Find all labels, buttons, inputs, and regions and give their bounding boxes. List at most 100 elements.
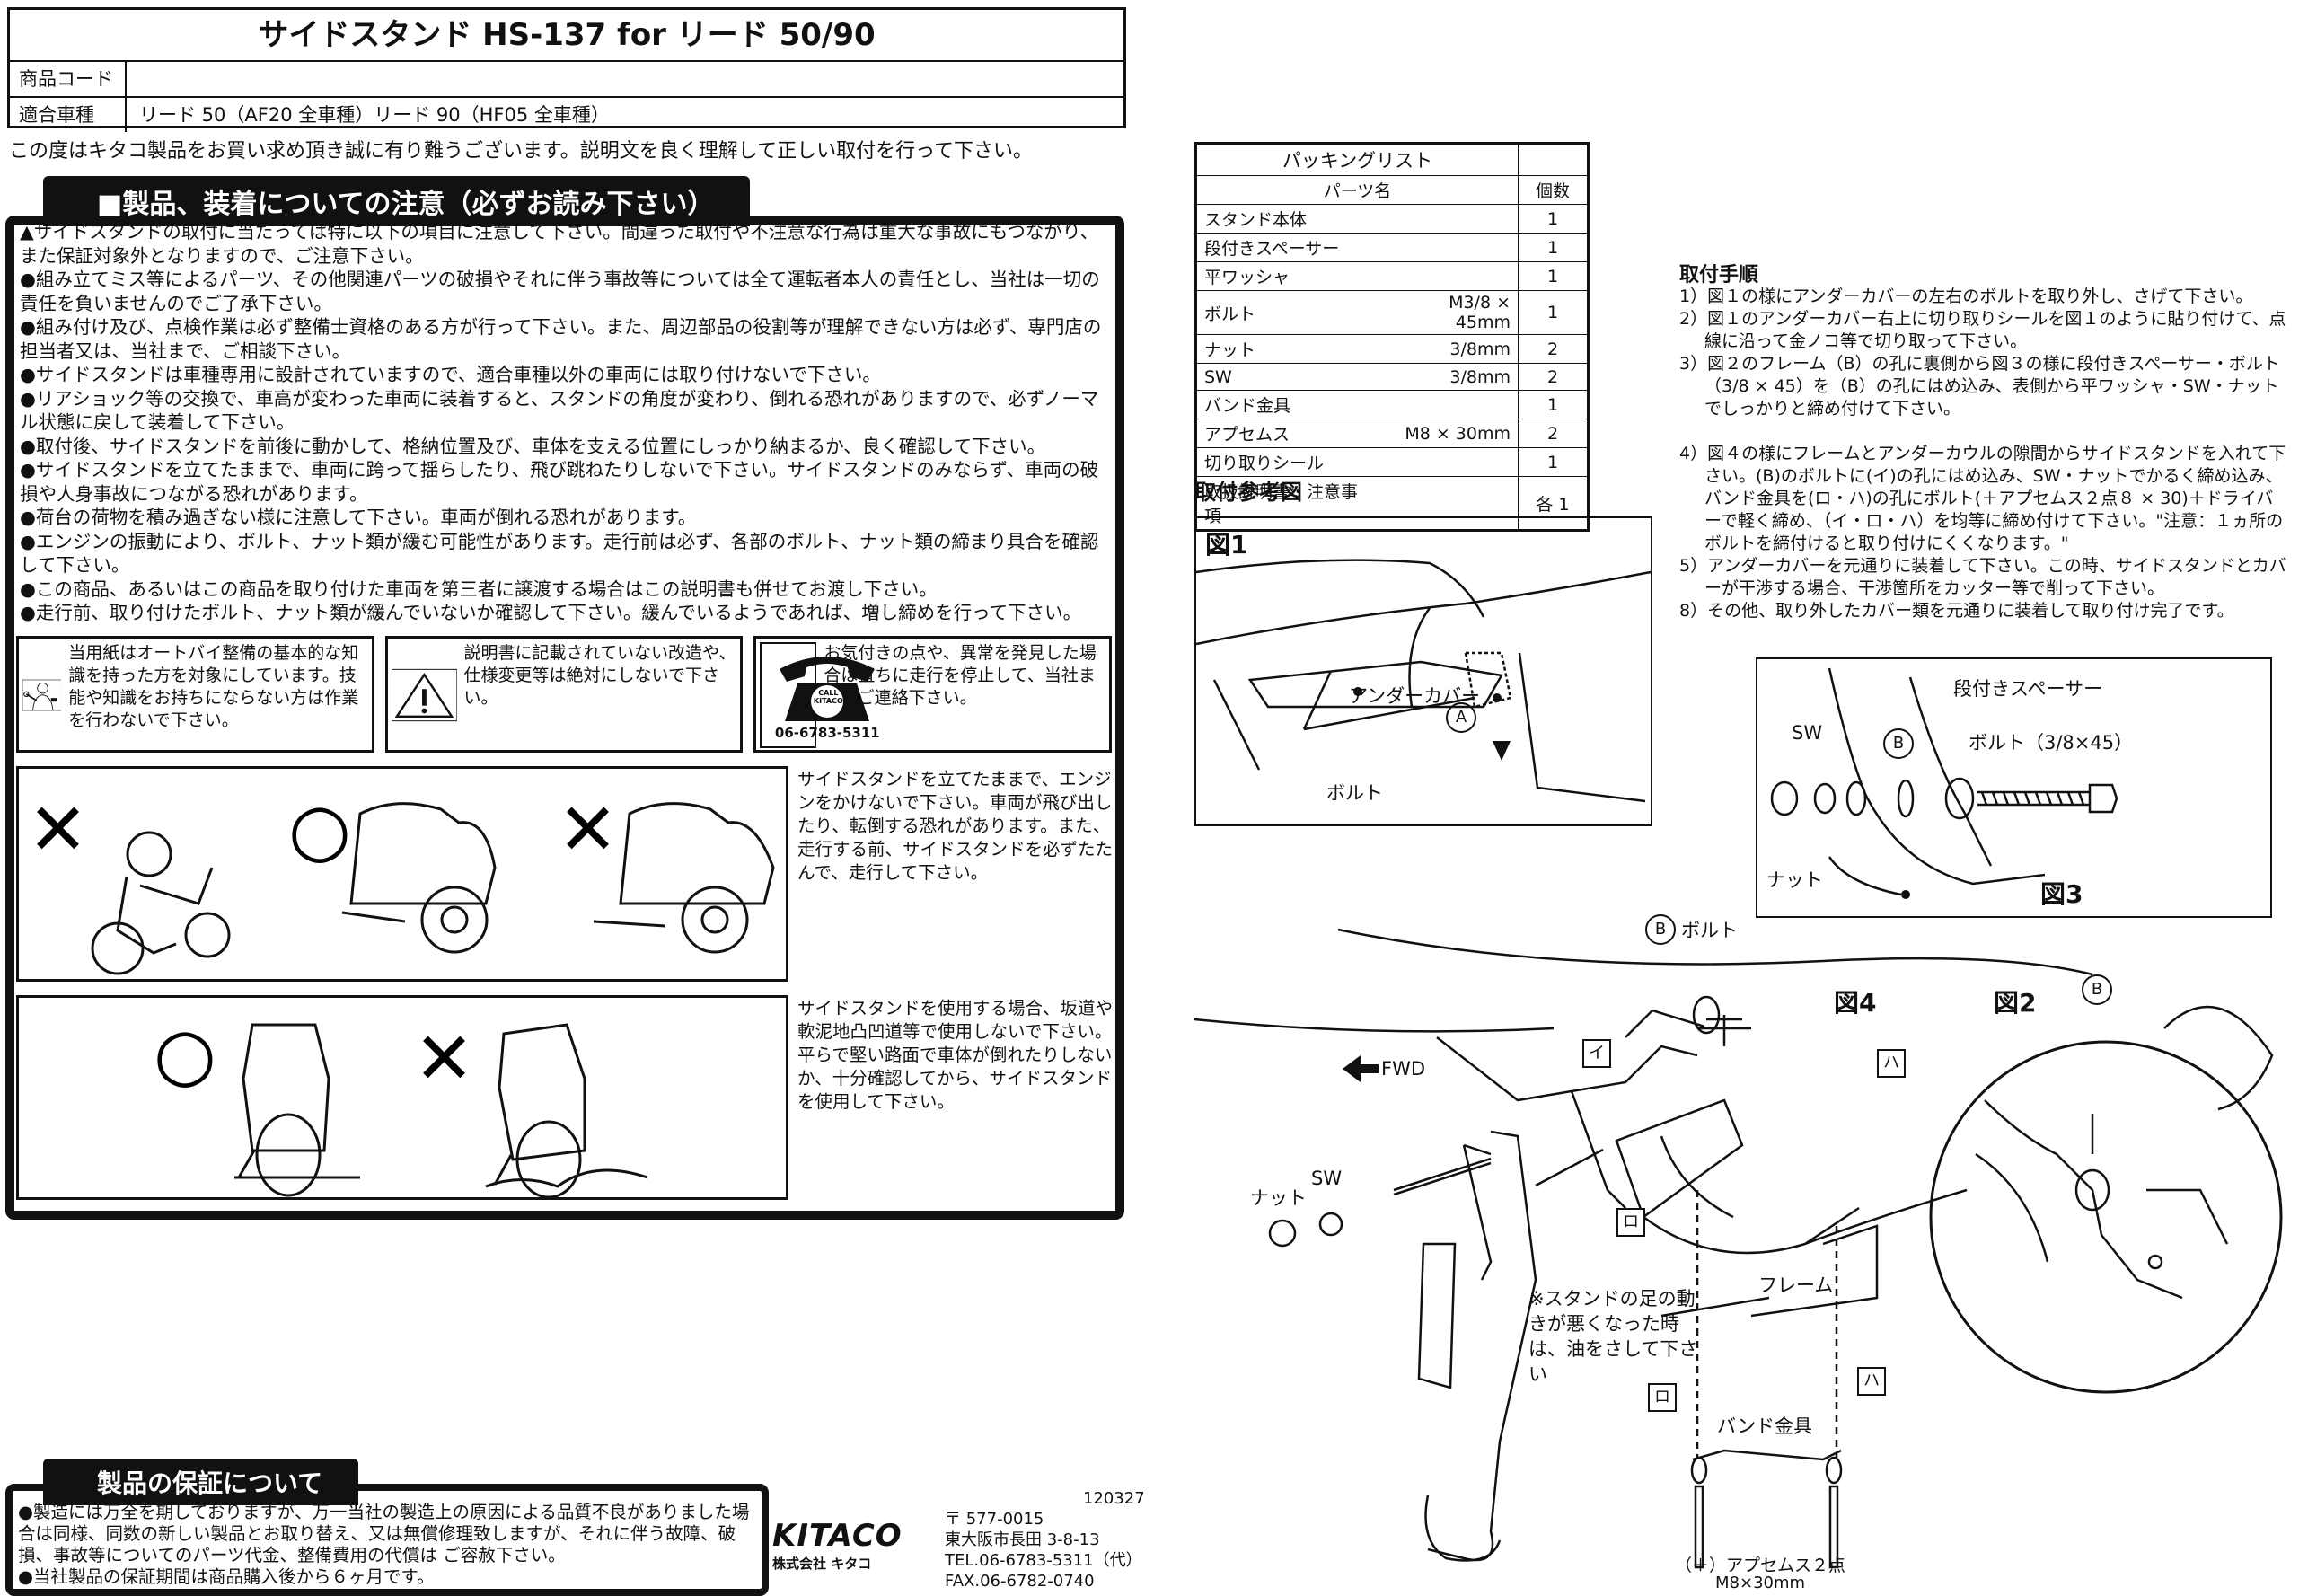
company-address: 〒 577-0015 東大阪市長田 3-8-13 TEL.06-6783-531… xyxy=(945,1509,1142,1592)
caution-item: ●組み付け及び、点検作業は必ず整備士資格のある方が行って下さい。また、周辺部品の… xyxy=(20,316,1102,362)
part-name: 取扱説明書・注意事項 xyxy=(1195,476,1382,531)
part-qty: 2 xyxy=(1518,419,1589,448)
figure-4-upsems-size: M8×30mm xyxy=(1715,1574,1806,1592)
ok-mark: ○ xyxy=(154,1012,216,1096)
caution-item: ●エンジンの振動により、ボルト、ナット類が緩む可能性があります。走行前は必ず、各… xyxy=(20,530,1099,577)
procedure-step xyxy=(1679,420,2290,443)
warranty-item: ●製造には万全を期しておりますが、万一当社の製造上の原因による品質不良がありまし… xyxy=(18,1502,750,1565)
procedure-step: 4）図４の様にフレームとアンダーカウルの隙間からサイドスタンドを入れて下さい。(… xyxy=(1679,444,2286,553)
warranty-frame xyxy=(5,1484,769,1596)
slope-warning-text: サイドスタンドを使用する場合、坂道や軟泥地凸凹道等で使用しないで下さい。平らで堅… xyxy=(797,998,1114,1112)
figure-1-drawing xyxy=(1196,559,1651,803)
part-spec xyxy=(1381,447,1519,477)
caution-item: ▲サイドスタンドの取付に当たっては特に以下の項目に注意して下さい。間違った取付や… xyxy=(20,221,1099,267)
figure-1-label: 図1 xyxy=(1205,530,1248,560)
part-spec xyxy=(1381,261,1519,291)
ng-mark: ✕ xyxy=(558,788,618,871)
figure-3-drawing xyxy=(1770,667,2118,899)
figure-3-bolt-label: ボルト（3/8×45） xyxy=(1969,732,2134,754)
fit-model-row: 適合車種 リード 50（AF20 全車種）リード 90（HF05 全車種） xyxy=(10,98,1123,132)
caution-list: ▲サイドスタンドの取付に当たっては特に以下の項目に注意して下さい。間違った取付や… xyxy=(20,220,1106,625)
intro-text: この度はキタコ製品をお買い求め頂き誠に有り難うございます。説明文を良く理解して正… xyxy=(9,140,1034,163)
figure-4-sw-label: SW xyxy=(1311,1168,1343,1189)
caution-item: ●サイドスタンドは車種専用に設計されていますので、適合車種以外の車両には取り付け… xyxy=(20,364,881,385)
part-spec xyxy=(1381,233,1519,262)
caution-item: ●取付後、サイドスタンドを前後に動かして、格納位置及び、車体を支える位置にしっか… xyxy=(20,435,1046,457)
table-row: 取扱説明書・注意事項各 1 xyxy=(1195,476,1589,531)
caution-heading: ■製品、装着についての注意（必ずお読み下さい） xyxy=(43,176,751,226)
part-name: ボルト xyxy=(1195,290,1382,335)
table-row: 段付きスペーサー 1 xyxy=(1195,233,1589,262)
part-name: スタンド本体 xyxy=(1195,204,1382,234)
modification-note-box: 説明書に記載されていない改造や、仕様変更等は絶対にしないで下さい。 xyxy=(384,636,744,753)
warranty-heading: 製品の保証について xyxy=(43,1459,359,1505)
figure-4-drawing xyxy=(1194,928,2283,1569)
product-title: サイドスタンド HS-137 for リード 50/90 xyxy=(10,10,1123,62)
postal-code: 〒 577-0015 xyxy=(945,1510,1044,1529)
part-name: バンド金具 xyxy=(1195,390,1382,419)
phone-call-label: CALL KITACO xyxy=(813,689,843,705)
figure-3-nut-label: ナット xyxy=(1766,869,1823,891)
engine-stand-illustration: ✕ ○ ✕ xyxy=(28,788,775,975)
slope-stand-illustration: ○ ✕ xyxy=(154,1012,648,1199)
figure-4-nut-label: ナット xyxy=(1250,1187,1307,1209)
fit-model-value: リード 50（AF20 全車種）リード 90（HF05 全車種） xyxy=(139,104,610,126)
part-spec xyxy=(1381,204,1519,234)
procedure-steps: 1）図１の様にアンダーカバーの左右のボルトを取り外し、さげて下さい。 2）図１の… xyxy=(1679,286,2290,622)
ok-mark: ○ xyxy=(288,788,351,871)
figure-2-label: 図2 xyxy=(1994,988,2037,1018)
part-qty: 1 xyxy=(1518,204,1589,234)
figure-4-frame-label: フレーム xyxy=(1758,1274,1834,1296)
part-name: 段付きスペーサー xyxy=(1195,233,1382,262)
procedure-step: 5）アンダーカバーを元通りに装着して下さい。この時、サイドスタンドとカバーが干渉… xyxy=(1679,556,2286,598)
logo-sub: 株式会社 キタコ xyxy=(772,1556,872,1572)
caution-item: ●走行前、取り付けたボルト、ナット類が緩んでいないか確認して下さい。緩んでいるよ… xyxy=(20,602,1082,623)
col-qty-header: 個数 xyxy=(1518,175,1589,205)
figure-3-label: 図3 xyxy=(2040,879,2083,909)
figure-2-mark-b: B xyxy=(2082,974,2112,1005)
icon-notes-row: 当用紙はオートバイ整備の基本的な知識を持った方を対象にしています。技能や知識をお… xyxy=(16,636,1113,753)
figure-4-mark-ro: ロ xyxy=(1616,1208,1645,1237)
tel: TEL.06-6783-5311（代） xyxy=(945,1551,1142,1570)
figure-1-bolt-label: ボルト xyxy=(1326,782,1383,804)
figure-4-oil-note: ※スタンドの足の動きが悪くなった時は、油をさして下さい xyxy=(1528,1288,1698,1385)
company-logo: KITACO 株式会社 キタコ xyxy=(772,1518,934,1573)
packing-title: パッキングリスト xyxy=(1195,143,1519,176)
warning-triangle-icon xyxy=(391,668,457,722)
product-code-value xyxy=(127,62,139,96)
part-spec xyxy=(1381,476,1519,531)
part-qty: 2 xyxy=(1518,363,1589,391)
logo-text: KITACO xyxy=(772,1518,903,1554)
doc-number: 120327 xyxy=(1083,1489,1145,1508)
product-code-row: 商品コード xyxy=(10,62,1123,98)
figure-4-mark-ha-band: ハ xyxy=(1857,1367,1886,1396)
fax: FAX.06-6782-0740 xyxy=(945,1572,1095,1591)
part-name: 平ワッシャ xyxy=(1195,261,1382,291)
modification-note-text: 説明書に記載されていない改造や、仕様変更等は絶対にしないで下さい。 xyxy=(463,643,736,708)
caution-item: ●この商品、あるいはこの商品を取り付けた車両を第三者に譲渡する場合はこの説明書も… xyxy=(20,578,938,600)
slope-stand-illustration-box: ○ ✕ xyxy=(16,995,788,1200)
address: 東大阪市長田 3-8-13 xyxy=(945,1530,1100,1549)
caution-item: ●リアショック等の交換で、車高が変わった車両に装着すると、スタンドの角度が変わり… xyxy=(20,387,1099,434)
part-spec xyxy=(1381,390,1519,419)
part-qty: 1 xyxy=(1518,290,1589,335)
figure-3-spacer-label: 段付きスペーサー xyxy=(1953,678,2103,700)
fit-model-label: 適合車種 xyxy=(10,98,127,132)
phone-icon: CALL KITACO 06-6783-5311 xyxy=(760,642,880,748)
figure-1-mark-a: A xyxy=(1446,702,1476,733)
mechanic-icon xyxy=(22,679,62,711)
part-spec: M8 × 30mm xyxy=(1381,419,1519,448)
engine-stand-illustration-box: ✕ ○ ✕ xyxy=(16,766,788,982)
figure-3-mark-b: B xyxy=(1883,728,1914,759)
figure-4-label: 図4 xyxy=(1834,988,1877,1018)
part-spec: M3/8 × 45mm xyxy=(1381,290,1519,335)
figure-3-box: 段付きスペーサー SW B ボルト（3/8×45） ナット 図3 xyxy=(1756,657,2272,918)
figure-4-bolt-label: ボルト xyxy=(1681,920,1738,941)
part-qty: 1 xyxy=(1518,233,1589,262)
